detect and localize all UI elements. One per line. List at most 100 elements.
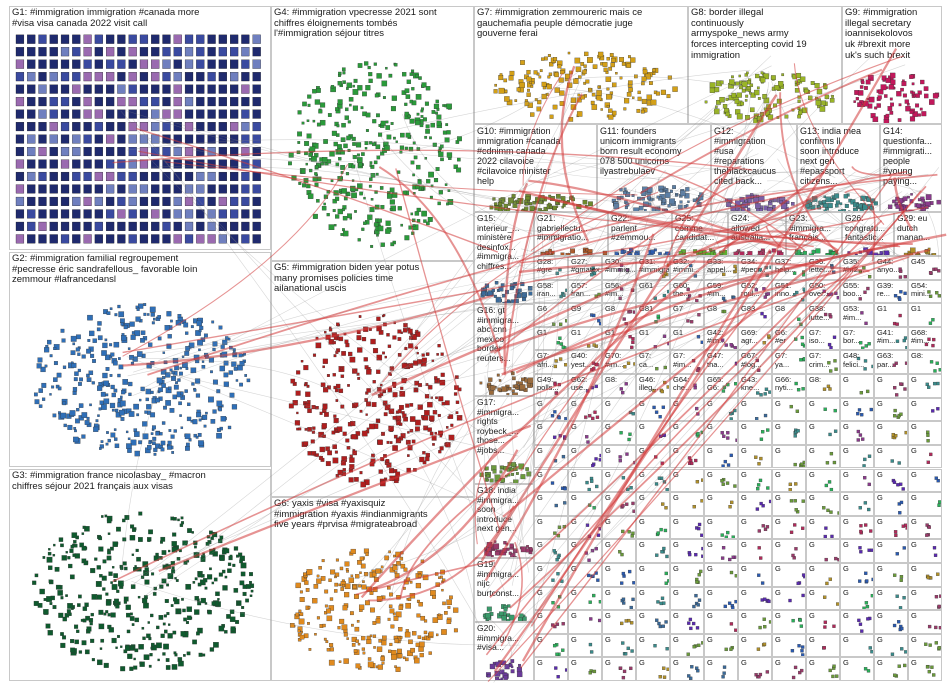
small-group-label: G7: ya... <box>775 352 803 369</box>
small-group-label: G <box>775 636 803 644</box>
small-group-label: G58: iran... <box>537 282 565 299</box>
small-group-label: G <box>707 471 735 479</box>
small-group-label: G <box>741 471 769 479</box>
group-nodes-g4 <box>272 7 473 260</box>
small-group-cell: G35: #hr2... <box>840 256 874 280</box>
small-group-label: G <box>639 636 667 644</box>
group-label-g19: G19: #immigra... nijc burtconst... <box>477 560 531 598</box>
small-group-cell: G81 <box>636 303 670 327</box>
small-group-cell: G <box>840 421 874 445</box>
small-group-label: G <box>809 400 837 408</box>
small-group-label: G <box>571 659 599 667</box>
small-group-label: G7: #im... <box>673 352 701 369</box>
small-group-label: G <box>911 612 939 620</box>
small-group-cell: G <box>772 634 806 658</box>
small-group-label: G40: yest... <box>571 352 599 369</box>
small-group-label: G <box>911 447 939 455</box>
small-group-label: G8 <box>775 305 803 313</box>
small-group-cell: G44: anyo... <box>874 256 908 280</box>
small-group-label: G <box>707 659 735 667</box>
small-group-cell: G <box>602 516 636 540</box>
small-group-label: G49: polls... <box>537 376 565 393</box>
small-group-cell: G7 <box>670 303 704 327</box>
small-group-cell: G59: #im... <box>704 280 738 304</box>
small-group-cell: G <box>738 657 772 681</box>
small-group-cell: G <box>806 492 840 516</box>
small-group-cell: G38: lutte... <box>806 303 840 327</box>
small-group-label: G <box>673 447 701 455</box>
small-group-cell: G7: iso... <box>806 327 840 351</box>
small-group-label: G <box>707 541 735 549</box>
small-group-label: G1 <box>537 329 565 337</box>
small-group-cell: G1 <box>874 303 908 327</box>
group-label-g1: G1: #immigration immigration #canada mor… <box>12 8 268 29</box>
small-group-label: G <box>605 494 633 502</box>
small-group-cell: G8: <box>602 374 636 398</box>
small-group-cell: G1 <box>602 327 636 351</box>
small-group-cell: G <box>874 657 908 681</box>
small-group-cell: G <box>806 516 840 540</box>
small-group-cell: G <box>772 587 806 611</box>
small-group-cell: G <box>602 492 636 516</box>
small-group-cell: G7: crim... <box>806 350 840 374</box>
small-group-cell: G56: #im... <box>602 280 636 304</box>
small-group-cell: G <box>636 445 670 469</box>
small-group-label: G38: lutte... <box>809 305 837 322</box>
small-group-label: G <box>639 659 667 667</box>
small-group-cell: G <box>874 516 908 540</box>
small-group-label: G <box>605 612 633 620</box>
small-group-label: G <box>571 541 599 549</box>
group-label-g12: G12: #immigration #usa #reparations theb… <box>714 126 794 186</box>
small-group-label: G83 <box>741 305 769 313</box>
small-group-cell: G <box>874 398 908 422</box>
small-group-cell: G <box>704 587 738 611</box>
small-group-cell: G <box>670 492 704 516</box>
small-group-cell: G <box>772 492 806 516</box>
group-label-g26: G26: congratu... fantastic... <box>845 214 891 243</box>
small-group-cell: G <box>704 398 738 422</box>
small-group-cell: G <box>636 492 670 516</box>
small-group-label: G <box>741 518 769 526</box>
small-group-label: G7: crim... <box>809 352 837 369</box>
group-label-g23: G23: #immigra... français... <box>789 214 839 243</box>
small-group-cell: G <box>568 587 602 611</box>
small-group-label: G <box>741 400 769 408</box>
small-group-label: G <box>775 400 803 408</box>
small-group-cell: G <box>908 445 942 469</box>
small-group-cell: G <box>602 634 636 658</box>
small-group-label: G <box>877 518 905 526</box>
group-label-g20: G20: #immigra... #visa... <box>477 624 531 653</box>
group-cell-g4: G4: #immigration vpecresse 2021 sont chi… <box>271 6 474 261</box>
small-group-label: G1 <box>673 329 701 337</box>
small-group-label: G8: <box>911 352 939 360</box>
small-group-label: G <box>741 541 769 549</box>
group-label-g11: G11: founders unicorn immigrants born re… <box>600 126 708 176</box>
small-group-cell: G <box>806 610 840 634</box>
small-group-cell: G7: ca... <box>636 350 670 374</box>
small-group-cell: G <box>568 398 602 422</box>
small-group-cell: G46: illeg... <box>636 374 670 398</box>
small-group-cell: G <box>806 539 840 563</box>
small-group-cell: G <box>670 563 704 587</box>
small-group-cell: G <box>636 516 670 540</box>
small-group-cell: G <box>636 398 670 422</box>
small-group-cell: G8: <box>908 350 942 374</box>
group-label-g13: G13: india mea confirms ll soon introduc… <box>800 126 877 186</box>
small-group-cell: G <box>908 421 942 445</box>
small-group-label: G <box>877 447 905 455</box>
small-group-cell: G <box>670 516 704 540</box>
small-group-label: G6 <box>537 305 565 313</box>
small-group-cell: G <box>908 634 942 658</box>
group-cell-g21: G21: gabriellectu... #immigratio... <box>534 212 608 256</box>
small-group-cell: G42: #im... <box>704 327 738 351</box>
small-group-cell: G <box>908 657 942 681</box>
small-group-cell: G <box>636 657 670 681</box>
group-cell-g13: G13: india mea confirms ll soon introduc… <box>797 124 880 212</box>
small-group-label: G <box>843 447 871 455</box>
small-group-label: G39: re... <box>877 282 905 299</box>
small-group-cell: G66: nyti... <box>772 374 806 398</box>
small-group-cell: G8 <box>704 303 738 327</box>
small-group-label: G <box>809 589 837 597</box>
group-label-g2: G2: #immigration familial regroupement #… <box>12 254 268 286</box>
small-group-cell: G57: fran... <box>568 280 602 304</box>
